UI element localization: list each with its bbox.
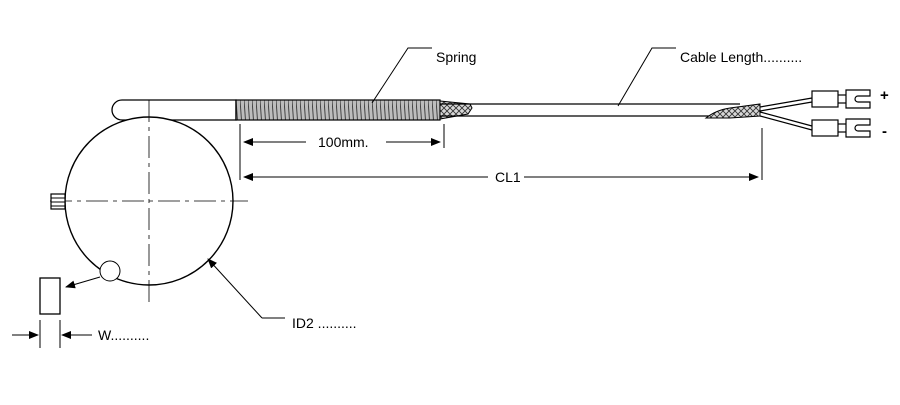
detail-callout — [65, 260, 121, 289]
lead-wires — [759, 97, 813, 131]
spring — [235, 99, 441, 121]
spring-label: Spring — [436, 49, 476, 65]
braided-cable-end — [704, 103, 761, 119]
width-label: W.......... — [98, 327, 149, 343]
positive-symbol: + — [880, 87, 889, 104]
cable-length-leader — [617, 47, 676, 107]
ring-centerlines — [50, 100, 248, 302]
dimension-cl1-label: CL1 — [495, 169, 521, 185]
clamp-screw — [50, 193, 66, 210]
dimension-width — [12, 320, 92, 348]
spade-terminal-negative — [811, 118, 871, 138]
spring-leader — [371, 47, 432, 104]
cable-length-label: Cable Length.......... — [680, 49, 802, 65]
negative-symbol: - — [882, 123, 887, 140]
dimension-100mm-label: 100mm. — [318, 134, 369, 150]
spade-terminal-positive — [811, 89, 871, 109]
band-cross-section — [39, 277, 61, 315]
cable — [440, 103, 740, 117]
id2-leader — [207, 258, 285, 319]
id2-label: ID2 .......... — [292, 315, 357, 331]
extension-lines — [239, 124, 763, 180]
probe-sheath — [111, 99, 237, 121]
